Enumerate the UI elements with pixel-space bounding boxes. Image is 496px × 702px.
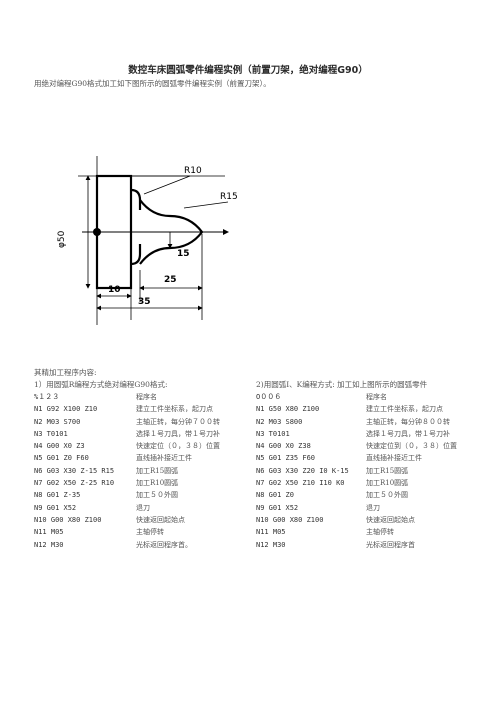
part-drawing: R10 R15 15 25 10 35 φ50 [57,156,238,325]
r15-label: R15 [220,192,238,202]
r10-label: R10 [184,166,202,176]
page-title: 数控车床圆弧零件编程实例（前置刀架，绝对编程G90） [128,65,368,76]
dim-25-label: 25 [164,275,177,285]
dim-15-label: 15 [177,249,190,259]
dim-10-label: 10 [108,285,121,295]
left-heading: 1）用圆弧R编程方式绝对编程G90格式: [34,380,168,389]
origin-point [93,228,101,236]
diameter-label: φ50 [57,230,67,248]
dim-35-label: 35 [138,297,151,307]
intro-text: 用绝对编程G90格式加工如下图所示的圆弧零件编程实例（前置刀架）。 [34,79,271,88]
right-heading: 2)用圆弧I、K编程方式: 加工如上图所示的圆弧零件 [256,380,428,389]
section-label: 其精加工程序内容: [34,368,97,377]
